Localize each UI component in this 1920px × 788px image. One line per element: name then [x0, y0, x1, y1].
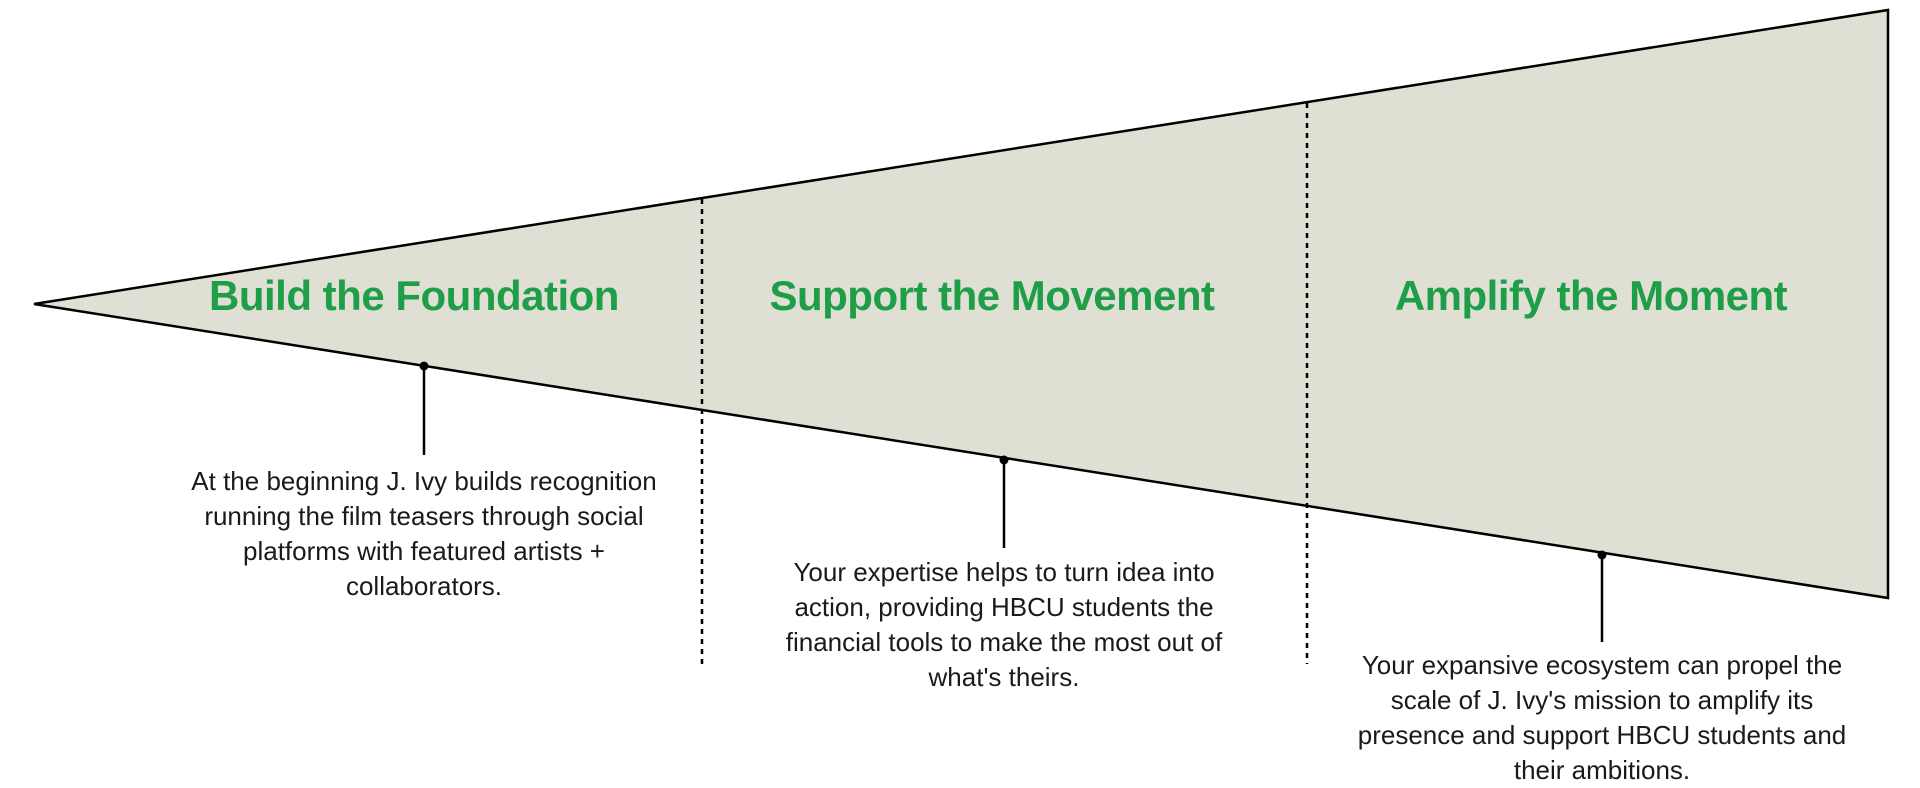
growth-wedge — [33, 8, 1890, 600]
callout-3 — [1597, 550, 1607, 642]
stage-description-build: At the beginning J. Ivy builds recogniti… — [191, 466, 657, 601]
stage-title-build: Build the Foundation — [209, 272, 619, 319]
callout-1 — [419, 361, 429, 455]
stage-title-support: Support the Movement — [769, 272, 1215, 319]
stage-description-amplify: Your expansive ecosystem can propel the … — [1357, 650, 1847, 785]
stage-title-amplify: Amplify the Moment — [1394, 272, 1788, 319]
stage-description-support: Your expertise helps to turn idea into a… — [785, 557, 1223, 692]
callout-2 — [999, 455, 1009, 548]
